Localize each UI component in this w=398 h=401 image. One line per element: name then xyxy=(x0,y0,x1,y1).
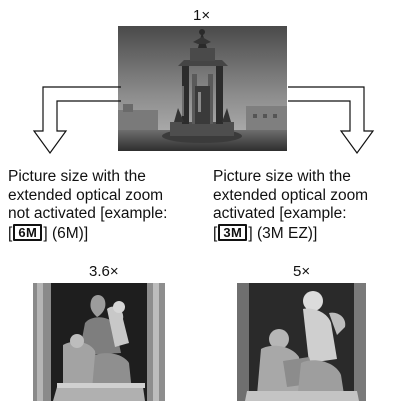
caption-example-suffix: ] (3M EZ)] xyxy=(248,224,318,242)
left-zoom-label: 3.6× xyxy=(89,263,119,280)
picture-size-badge: 6M xyxy=(13,223,43,241)
bracket-open: [ xyxy=(213,224,218,242)
right-caption: Picture size with the extended optical z… xyxy=(213,168,368,243)
caption-line: Picture size with the xyxy=(8,168,146,185)
statue-photo-5x xyxy=(237,283,366,401)
caption-example-line: [6M] (6M)] xyxy=(8,223,167,243)
fountain-photo xyxy=(118,26,287,151)
bracket-open: [ xyxy=(8,224,13,242)
picture-size-badge: 3M xyxy=(218,223,248,241)
statue-photo-3-6x xyxy=(33,283,165,401)
top-zoom-label: 1× xyxy=(193,7,211,24)
caption-line: activated [example: xyxy=(213,205,347,222)
caption-line: not activated [example: xyxy=(8,205,168,222)
right-zoom-label: 5× xyxy=(293,263,311,280)
caption-example-line: [3M] (3M EZ)] xyxy=(213,223,368,243)
caption-line: extended optical zoom xyxy=(8,186,164,204)
caption-example-suffix: ] (6M)] xyxy=(43,224,89,242)
left-caption: Picture size with the extended optical z… xyxy=(8,168,167,243)
arrow-down-left-icon xyxy=(32,86,121,155)
caption-line: extended optical zoom xyxy=(213,186,369,204)
caption-line: Picture size with the xyxy=(213,168,351,185)
arrow-down-right-icon xyxy=(288,86,375,155)
